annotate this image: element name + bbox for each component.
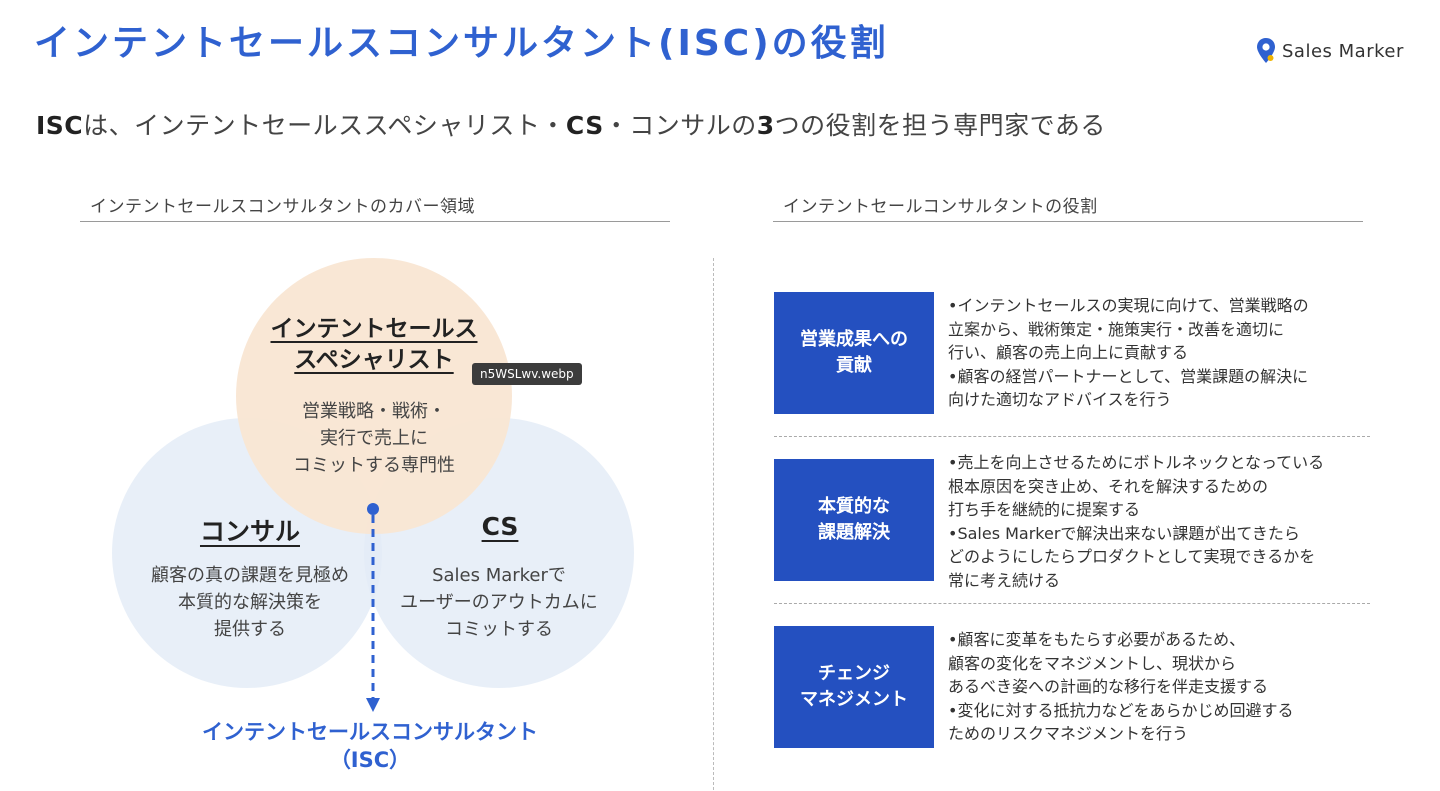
venn-right-title: CS [481, 512, 519, 541]
venn-top-text: 営業戦略・戦術・ 実行で売上に コミットする専門性 [293, 401, 455, 476]
role-box-sales-result: 営業成果への 貢献 [774, 292, 934, 414]
subtitle-three: 3 [756, 111, 775, 140]
role-desc-problem-solving: •売上を向上させるためにボトルネックとなっている 根本原因を突き止め、それを解決… [948, 451, 1324, 592]
venn-top-title: インテントセールス スペシャリスト [236, 314, 512, 376]
subtitle: ISCは、インテントセールススペシャリスト・CS・コンサルの3つの役割を担う専門… [36, 106, 1106, 142]
role-desc-line: •顧客に変革をもたらす必要があるため、 [948, 630, 1246, 649]
role-desc-line: 根本原因を突き止め、それを解決するための [948, 476, 1269, 496]
venn-circle-specialist [236, 258, 512, 534]
role-desc-line: 打ち手を継続的に提案する [948, 500, 1141, 519]
isc-label-line2: （ISC） [329, 748, 411, 772]
role-separator [774, 603, 1370, 604]
role-separator [774, 436, 1370, 437]
right-section-heading: インテントセールコンサルタントの役割 [783, 197, 1098, 217]
down-arrow-icon [366, 503, 380, 712]
role-desc-line: •インテントセールスの実現に向けて、営業戦略の [948, 296, 1309, 315]
role-desc-line: 顧客の変化をマネジメントし、現状から [948, 653, 1237, 673]
vertical-divider [713, 258, 714, 790]
location-pin-icon [1257, 38, 1275, 63]
venn-right-text: Sales Markerで ユーザーのアウトカムに コミットする [400, 565, 598, 640]
role-desc-line: •顧客の経営パートナーとして、営業課題の解決に [948, 366, 1309, 386]
role-desc-line: •Sales Markerで解決出来ない課題が出てきたら [948, 523, 1300, 543]
venn-left-title: コンサル [199, 517, 300, 546]
left-heading-underline [80, 221, 670, 222]
brand-logo: Sales Marker [1256, 36, 1404, 66]
role-box-change-management: チェンジ マネジメント [774, 626, 934, 748]
right-heading-underline [773, 221, 1363, 222]
subtitle-part: は、インテントセールススペシャリスト・ [83, 111, 566, 140]
subtitle-isc: ISC [36, 111, 84, 140]
venn-left-text: 顧客の真の課題を見極め 本質的な解決策を 提供する [151, 565, 349, 640]
role-box-problem-solving: 本質的な 課題解決 [774, 459, 934, 581]
isc-label-line1: インテントセールスコンサルタント [202, 720, 538, 744]
left-section-heading: インテントセールスコンサルタントのカバー領域 [90, 197, 475, 217]
page-title: インテントセールスコンサルタント(ISC)の役割 [34, 23, 889, 64]
venn-top-title-line1: インテントセールス [270, 316, 478, 342]
role-desc-sales-result: •インテントセールスの実現に向けて、営業戦略の 立案から、戦術策定・施策実行・改… [948, 294, 1309, 412]
subtitle-part: つの役割を担う専門家である [774, 111, 1106, 140]
image-filename-tooltip: n5WSLwv.webp [472, 363, 582, 385]
subtitle-cs: CS [565, 111, 604, 140]
role-desc-line: どのようにしたらプロダクトとして実現できるかを [948, 547, 1316, 566]
role-desc-change-management: •顧客に変革をもたらす必要があるため、 顧客の変化をマネジメントし、現状から あ… [948, 628, 1293, 746]
role-desc-line: あるべき姿への計画的な移行を伴走支援する [948, 677, 1269, 696]
role-desc-line: 常に考え続ける [948, 570, 1061, 590]
subtitle-part: ・コンサルの [603, 111, 757, 140]
role-desc-line: 向けた適切なアドバイスを行う [948, 390, 1172, 409]
role-desc-line: •変化に対する抵抗力などをあらかじめ回避する [948, 700, 1294, 720]
role-desc-line: •売上を向上させるためにボトルネックとなっている [948, 453, 1325, 472]
isc-label: インテントセールスコンサルタント （ISC） [170, 718, 570, 774]
role-desc-line: 行い、顧客の売上向上に貢献する [948, 343, 1189, 362]
logo-text: Sales Marker [1282, 40, 1404, 62]
venn-top-title-line2: スペシャリスト [294, 347, 454, 373]
role-desc-line: 立案から、戦術策定・施策実行・改善を適切に [948, 319, 1285, 339]
role-desc-line: ためのリスクマネジメントを行う [948, 724, 1189, 743]
